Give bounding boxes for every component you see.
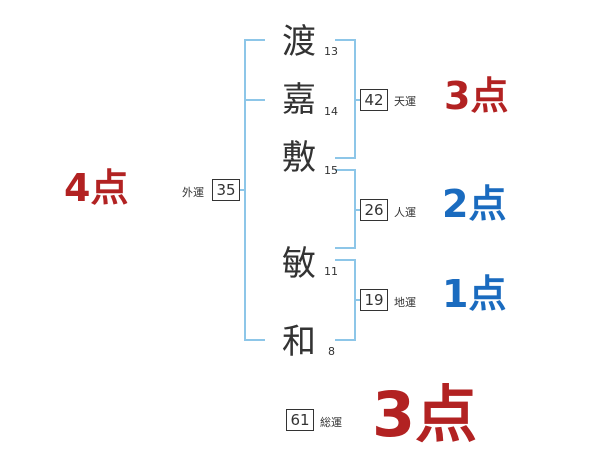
- jinun-value-box: 26: [360, 199, 388, 221]
- chiun-score: 1点: [442, 272, 507, 316]
- souun-score: 3点: [372, 378, 478, 451]
- stroke-count-4: 11: [324, 265, 338, 278]
- jinun-bracket: [335, 169, 360, 249]
- stroke-count-5: 8: [328, 345, 335, 358]
- tenun-label: 天運: [394, 95, 416, 108]
- stroke-count-2: 14: [324, 105, 338, 118]
- tenun-score: 3点: [444, 74, 509, 118]
- name-char-2: 嘉: [282, 80, 316, 120]
- gaiun-score: 4点: [64, 166, 129, 210]
- gaiun-value-box: 35: [212, 179, 240, 201]
- jinun-label: 人運: [394, 206, 416, 219]
- name-char-3: 敷: [282, 138, 316, 178]
- stroke-count-3: 15: [324, 164, 338, 177]
- gaiun-bracket: [238, 39, 265, 341]
- souun-label: 総運: [320, 416, 342, 429]
- name-char-1: 渡: [282, 22, 316, 62]
- chiun-bracket: [335, 259, 360, 341]
- jinun-score: 2点: [442, 182, 507, 226]
- gaiun-label: 外運: [182, 186, 204, 199]
- tenun-value-box: 42: [360, 89, 388, 111]
- name-char-5: 和: [282, 322, 316, 362]
- tenun-bracket: [335, 39, 360, 159]
- chiun-label: 地運: [394, 296, 416, 309]
- souun-value-box: 61: [286, 409, 314, 431]
- stroke-count-1: 13: [324, 45, 338, 58]
- name-char-4: 敏: [282, 244, 316, 284]
- chiun-value-box: 19: [360, 289, 388, 311]
